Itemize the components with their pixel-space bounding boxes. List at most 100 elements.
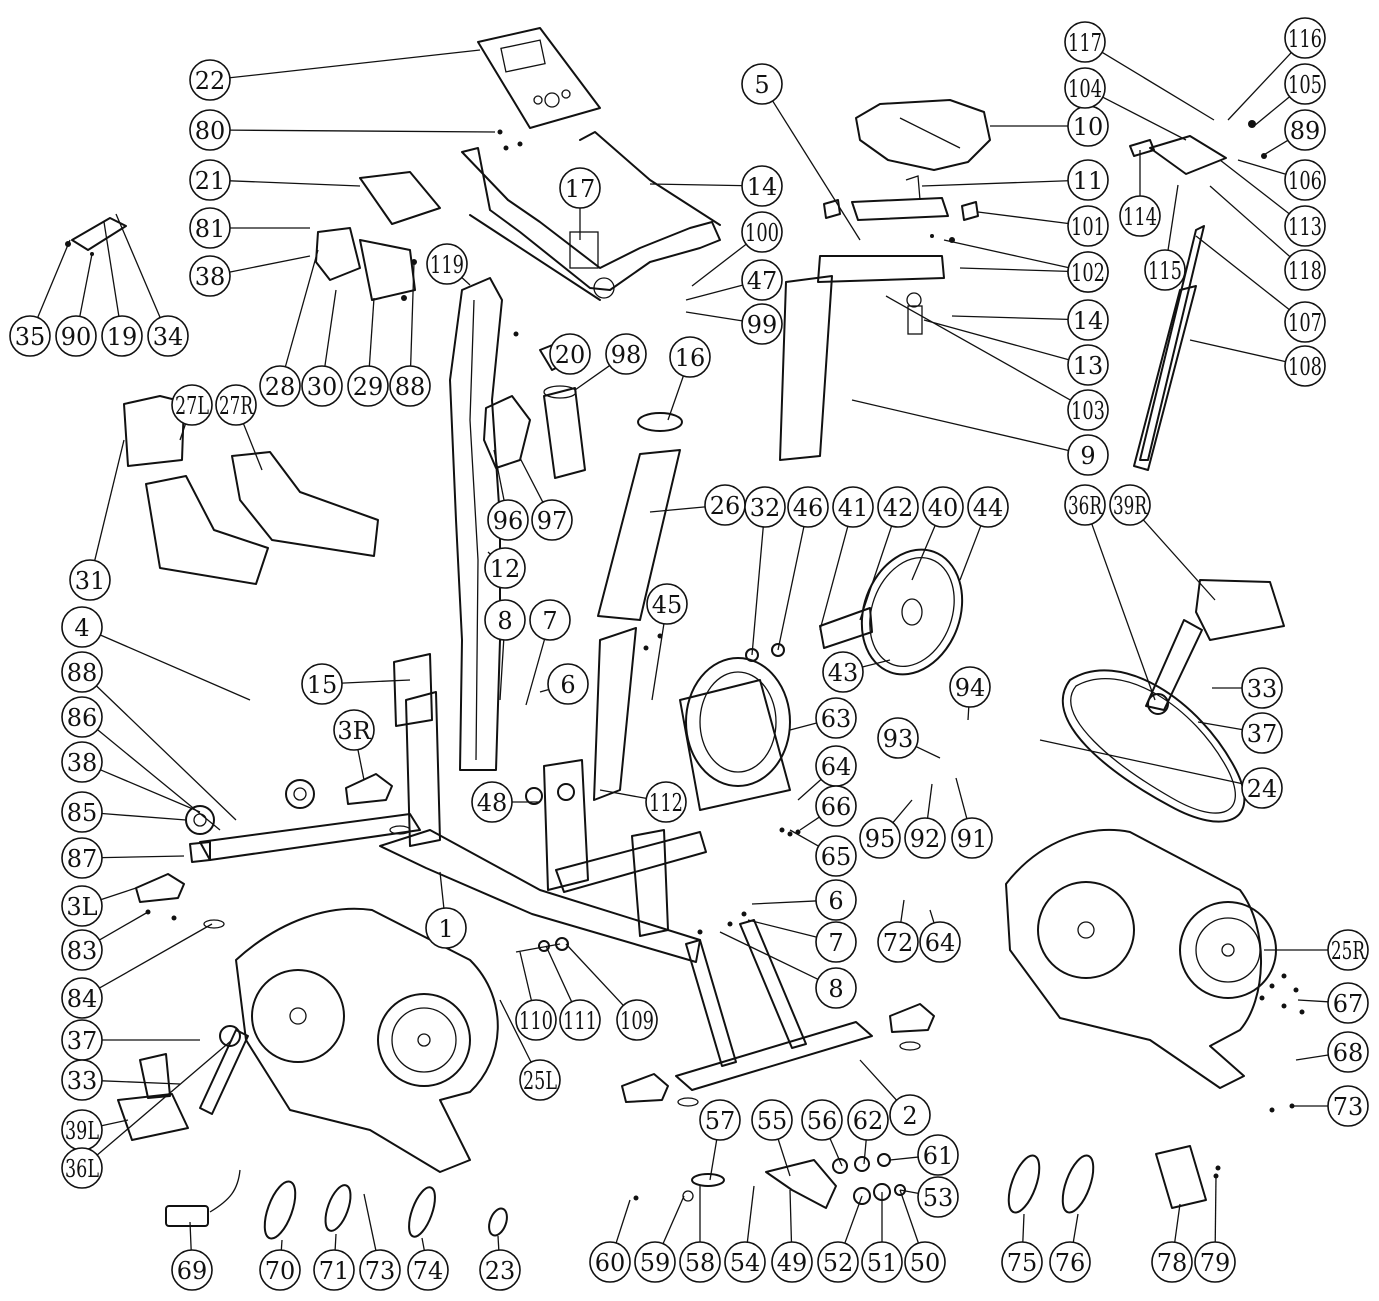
callout-number: 87 — [67, 845, 98, 873]
callout-number: 73 — [1333, 1093, 1364, 1121]
callout-circle — [61, 606, 103, 648]
callout-60: 60 — [589, 1241, 631, 1283]
callout-number: 35 — [15, 323, 46, 351]
callout-circle — [1284, 249, 1326, 291]
callout-circle — [1049, 1241, 1091, 1283]
callout-circle — [917, 1176, 959, 1218]
callout-number: 88 — [67, 659, 98, 687]
callout-number: 13 — [1073, 352, 1104, 380]
callout-number: 84 — [67, 985, 98, 1013]
callout-27R: 27R — [215, 384, 257, 426]
callout-circle — [832, 486, 874, 528]
callout-68: 68 — [1327, 1031, 1369, 1073]
callout-circle — [904, 1241, 946, 1283]
leader-line-62 — [863, 1139, 867, 1165]
callout-circle — [967, 486, 1009, 528]
callout-14: 14 — [1067, 299, 1109, 341]
callout-number: 98 — [611, 341, 642, 369]
callout-number: 119 — [430, 251, 464, 279]
callout-number: 32 — [750, 494, 781, 522]
callout-circle — [861, 1241, 903, 1283]
leader-line-83 — [99, 911, 149, 941]
callout-number: 33 — [67, 1067, 98, 1095]
callout-circle — [426, 243, 468, 285]
callout-number: 76 — [1055, 1249, 1086, 1277]
leader-line-3R — [357, 749, 365, 781]
callout-number: 55 — [757, 1107, 788, 1135]
callout-circle — [69, 559, 111, 601]
callout-number: 12 — [490, 555, 521, 583]
leader-line-1 — [439, 871, 445, 909]
main-frame-part — [379, 653, 707, 963]
callout-6: 6 — [547, 663, 589, 705]
left-cover-part — [235, 907, 499, 1173]
callout-circle — [147, 315, 189, 357]
callout-94: 94 — [949, 666, 991, 708]
leader-line-68 — [1295, 1054, 1329, 1061]
pedal-left-part — [117, 1025, 249, 1141]
leader-line-85 — [101, 812, 187, 821]
callout-56: 56 — [801, 1099, 843, 1141]
callout-number: 23 — [485, 1257, 516, 1285]
callout-6: 6 — [815, 879, 857, 921]
callout-number: 70 — [265, 1257, 296, 1285]
callout-number: 38 — [67, 749, 98, 777]
leader-line-73 — [363, 1193, 377, 1251]
front-post-part — [449, 277, 519, 771]
leader-line-36R — [1091, 523, 1156, 701]
callout-number: 39R — [1113, 492, 1148, 520]
leader-line-66 — [799, 816, 820, 831]
axle-bolt-part — [515, 937, 569, 953]
tension-lever-part — [682, 1153, 906, 1209]
callout-circle — [487, 499, 529, 541]
callout-circle — [951, 817, 993, 859]
callout-circle — [1241, 767, 1283, 809]
callout-circle — [425, 907, 467, 949]
leader-line-59 — [662, 1195, 685, 1244]
callout-number: 33 — [1247, 675, 1278, 703]
callout-circle — [1067, 344, 1109, 386]
leader-line-80 — [229, 129, 496, 133]
callout-75: 75 — [1001, 1241, 1043, 1283]
callout-number: 95 — [865, 825, 896, 853]
callout-number: 1 — [438, 915, 453, 943]
leader-line-60 — [615, 1199, 631, 1244]
leader-line-3L — [100, 887, 137, 901]
callout-circle — [549, 333, 591, 375]
post-cover-part — [123, 395, 379, 585]
leader-line-67 — [1297, 999, 1329, 1003]
callout-43: 43 — [822, 651, 864, 693]
callout-circle — [741, 165, 783, 207]
callout-circle — [815, 921, 857, 963]
callout-circle — [407, 1249, 449, 1291]
callout-circle — [61, 651, 103, 693]
callout-106: 106 — [1284, 159, 1326, 201]
callout-circle — [61, 696, 103, 738]
leader-line-64 — [797, 778, 822, 801]
leader-line-78 — [1174, 1203, 1181, 1243]
leader-line-107 — [1195, 235, 1290, 311]
callout-number: 5 — [754, 71, 769, 99]
callout-number: 41 — [838, 494, 869, 522]
callout-circle — [559, 999, 601, 1041]
callout-110: 110 — [515, 999, 557, 1041]
leader-line-103 — [885, 295, 1071, 401]
leader-line-118 — [1209, 185, 1291, 258]
leader-line-65 — [789, 829, 819, 847]
callout-70: 70 — [259, 1249, 301, 1291]
callout-number: 89 — [1290, 117, 1321, 145]
leader-line-106 — [1237, 159, 1287, 175]
leader-line-41 — [819, 526, 849, 631]
callout-circle — [822, 651, 864, 693]
leader-line-72 — [900, 899, 905, 923]
callout-number: 109 — [620, 1007, 654, 1035]
callout-circle — [1151, 1241, 1193, 1283]
leader-line-75 — [1022, 1213, 1025, 1243]
callout-number: 6 — [828, 887, 843, 915]
leader-line-29 — [368, 297, 375, 367]
callout-51: 51 — [861, 1241, 903, 1283]
seat-tube-part — [593, 412, 683, 801]
callout-83: 83 — [61, 929, 103, 971]
callout-36R: 36R — [1064, 484, 1106, 526]
